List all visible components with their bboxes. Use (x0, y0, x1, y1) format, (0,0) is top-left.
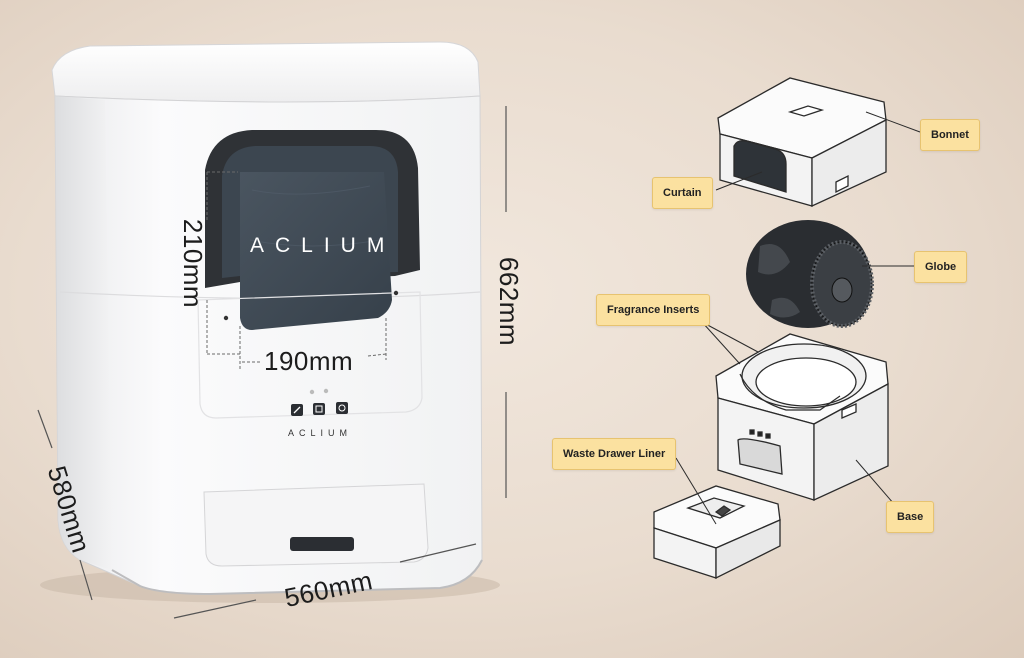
callout-base: Base (886, 501, 935, 533)
callout-fragrance-inserts: Fragrance Inserts (596, 294, 711, 326)
curtain-logo: ACLIUM (250, 234, 396, 257)
opening-width-label: 190mm (264, 346, 354, 376)
drawer-handle (290, 537, 354, 551)
unit-top (51, 41, 481, 103)
opening-width-dim (239, 318, 387, 370)
control-buttons (291, 402, 348, 416)
opening-height-label: 210mm (178, 218, 209, 309)
bonnet-part (717, 77, 887, 208)
callout-waste-drawer-liner: Waste Drawer Liner (552, 438, 677, 470)
globe-part (746, 220, 874, 328)
waste-drawer (203, 483, 429, 567)
base-part (715, 333, 889, 502)
callout-bonnet: Bonnet (920, 119, 980, 151)
opening-height-dim (206, 171, 240, 355)
callout-globe: Globe (914, 251, 968, 283)
curtain-panel (240, 172, 392, 330)
depth-dim (37, 409, 93, 601)
callout-curtain: Curtain (652, 177, 713, 209)
width-dim (173, 543, 477, 619)
height-label: 662mm (494, 256, 525, 347)
unit-side (55, 96, 112, 570)
panel-logo: ACLIUM (288, 428, 353, 438)
waste-drawer-liner-part (653, 485, 781, 580)
front-panel (197, 291, 423, 419)
leader-lines (675, 111, 921, 525)
